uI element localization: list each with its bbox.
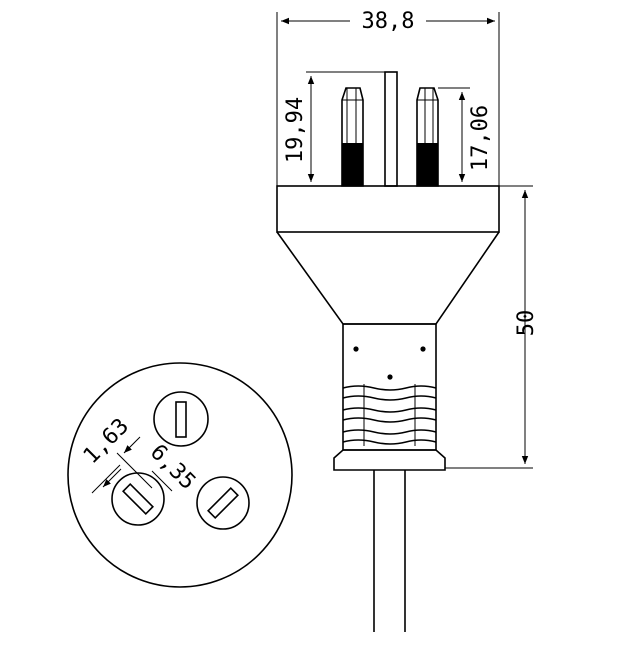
dimension-overall-width: 38,8 xyxy=(276,4,500,186)
power-cord xyxy=(373,470,406,632)
front-right-pin xyxy=(196,476,250,530)
dimension-center-pin-length: 19,94 xyxy=(283,71,397,187)
plug-body xyxy=(276,231,500,325)
dim-label-center-pin-length: 19,94 xyxy=(283,97,308,163)
dimension-side-pin-length: 17,06 xyxy=(438,87,493,187)
front-left-pin xyxy=(111,472,165,526)
center-pin xyxy=(384,71,398,187)
dim-label-pin-offset: 1,63 xyxy=(79,414,134,469)
dim-label-pin-diameter: 6,35 xyxy=(145,440,200,495)
plug-grip xyxy=(342,323,437,451)
left-pin xyxy=(341,87,364,187)
right-pin xyxy=(416,87,439,187)
dim-label-plug-height: 50 xyxy=(514,310,539,337)
dimension-plug-height: 50 xyxy=(445,185,539,469)
dim-label-overall-width: 38,8 xyxy=(362,9,415,34)
plug-front-view xyxy=(67,362,293,588)
dim-label-side-pin-length: 17,06 xyxy=(468,105,493,171)
cord-collar xyxy=(333,449,446,471)
front-earth-pin xyxy=(153,391,209,447)
plug-face xyxy=(276,185,500,233)
plug-side-view xyxy=(276,71,500,632)
